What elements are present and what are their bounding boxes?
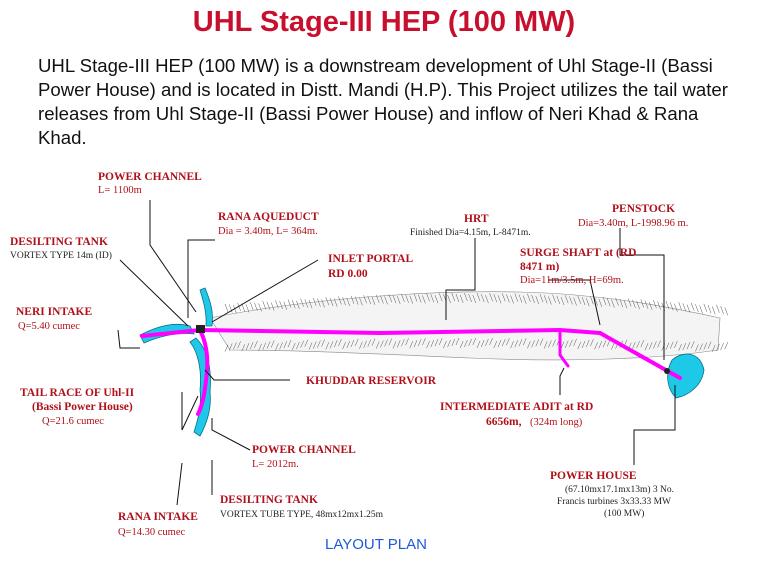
label-penstock: PENSTOCK Dia=3.40m, L-1998.96 m. — [578, 203, 688, 229]
svg-text:(100 MW): (100 MW) — [604, 508, 644, 519]
svg-text:Francis turbines 3x33.33 MW: Francis turbines 3x33.33 MW — [557, 497, 671, 507]
svg-text:POWER CHANNEL: POWER CHANNEL — [98, 171, 202, 183]
upper-stream — [199, 287, 213, 327]
svg-text:NERI INTAKE: NERI INTAKE — [16, 306, 92, 318]
label-rana-intake: RANA INTAKE Q=14.30 cumec — [118, 511, 198, 538]
svg-text:Q=5.40 cumec: Q=5.40 cumec — [18, 321, 80, 332]
intermediate-adit-line — [558, 331, 570, 368]
svg-text:POWER HOUSE: POWER HOUSE — [550, 470, 637, 482]
svg-text:DESILTING TANK: DESILTING TANK — [10, 236, 108, 248]
svg-text:Dia=11m/3.5m, H=69m.: Dia=11m/3.5m, H=69m. — [520, 275, 624, 286]
svg-text:VORTEX TUBE TYPE, 48mx12mx1.25: VORTEX TUBE TYPE, 48mx12mx1.25m — [220, 510, 384, 520]
svg-text:Q=14.30 cumec: Q=14.30 cumec — [118, 527, 185, 538]
svg-text:RD 0.00: RD 0.00 — [328, 268, 368, 280]
label-rana-aqueduct: RANA AQUEDUCT Dia = 3.40m, L= 364m. — [218, 211, 319, 237]
svg-text:6656m,: 6656m, — [486, 416, 522, 428]
svg-text:VORTEX TYPE 14m (ID): VORTEX TYPE 14m (ID) — [10, 250, 112, 261]
svg-text:Q=21.6 cumec: Q=21.6 cumec — [42, 416, 104, 427]
power-channel-bottom-line — [196, 328, 210, 416]
svg-text:(67.10mx17.1mx13m) 3 No.: (67.10mx17.1mx13m) 3 No. — [565, 484, 674, 495]
svg-text:RANA AQUEDUCT: RANA AQUEDUCT — [218, 211, 319, 223]
label-surge-shaft: SURGE SHAFT at (RD 8471 m) Dia=11m/3.5m,… — [520, 247, 636, 286]
label-hrt: HRT Finished Dia=4.15m, L-8471m. — [410, 213, 531, 238]
svg-text:(Bassi Power House): (Bassi Power House) — [32, 401, 133, 413]
svg-text:Dia=3.40m, L-1998.96 m.: Dia=3.40m, L-1998.96 m. — [578, 218, 688, 229]
hrt-tunnel — [140, 328, 602, 338]
intro-paragraph: UHL Stage-III HEP (100 MW) is a downstre… — [38, 55, 728, 148]
label-desilting-tank-top: DESILTING TANK VORTEX TYPE 14m (ID) — [10, 236, 112, 261]
svg-text:TAIL RACE OF Uhl-II: TAIL RACE OF Uhl-II — [20, 387, 135, 399]
svg-text:Dia = 3.40m, L= 364m.: Dia = 3.40m, L= 364m. — [218, 226, 318, 237]
label-power-channel-bottom: POWER CHANNEL L= 2012m. — [252, 444, 356, 470]
svg-text:DESILTING TANK: DESILTING TANK — [220, 494, 318, 506]
power-house-mark — [664, 368, 670, 374]
power-house-river — [667, 353, 705, 399]
svg-text:SURGE SHAFT at (RD: SURGE SHAFT at (RD — [520, 247, 636, 259]
svg-text:RANA INTAKE: RANA INTAKE — [118, 511, 198, 523]
svg-text:(324m long): (324m long) — [530, 417, 583, 428]
label-inlet-portal: INLET PORTAL RD 0.00 — [328, 253, 413, 280]
svg-text:INLET PORTAL: INLET PORTAL — [328, 253, 413, 265]
label-power-house: POWER HOUSE (67.10mx17.1mx13m) 3 No. Fra… — [550, 470, 674, 519]
label-power-channel-top: POWER CHANNEL L= 1100m — [98, 171, 202, 196]
label-desilting-tank-bottom: DESILTING TANK VORTEX TUBE TYPE, 48mx12m… — [220, 494, 384, 520]
leader-lines — [117, 200, 676, 506]
svg-text:PENSTOCK: PENSTOCK — [612, 203, 675, 215]
svg-text:POWER CHANNEL: POWER CHANNEL — [252, 444, 356, 456]
svg-text:KHUDDAR RESERVOIR: KHUDDAR RESERVOIR — [306, 375, 437, 387]
svg-text:L= 2012m.: L= 2012m. — [252, 459, 299, 470]
svg-text:Finished Dia=4.15m, L-8471m.: Finished Dia=4.15m, L-8471m. — [410, 228, 531, 238]
layout-plan-caption: LAYOUT PLAN — [325, 536, 427, 553]
svg-text:HRT: HRT — [464, 213, 489, 225]
water-conductor-system — [140, 325, 682, 416]
svg-text:INTERMEDIATE ADIT at RD: INTERMEDIATE ADIT at RD — [440, 401, 593, 413]
svg-text:8471 m): 8471 m) — [520, 261, 559, 273]
label-khuddar-reservoir: KHUDDAR RESERVOIR — [306, 375, 437, 387]
terrain-contours — [209, 291, 729, 361]
label-intermediate-adit: INTERMEDIATE ADIT at RD 6656m, (324m lon… — [440, 401, 593, 428]
slide-title: UHL Stage-III HEP (100 MW) — [192, 6, 576, 38]
inlet-portal-mark — [196, 325, 205, 333]
label-neri-intake: NERI INTAKE Q=5.40 cumec — [16, 306, 92, 332]
svg-text:L= 1100m: L= 1100m — [98, 185, 142, 196]
label-tail-race: TAIL RACE OF Uhl-II (Bassi Power House) … — [20, 387, 135, 427]
